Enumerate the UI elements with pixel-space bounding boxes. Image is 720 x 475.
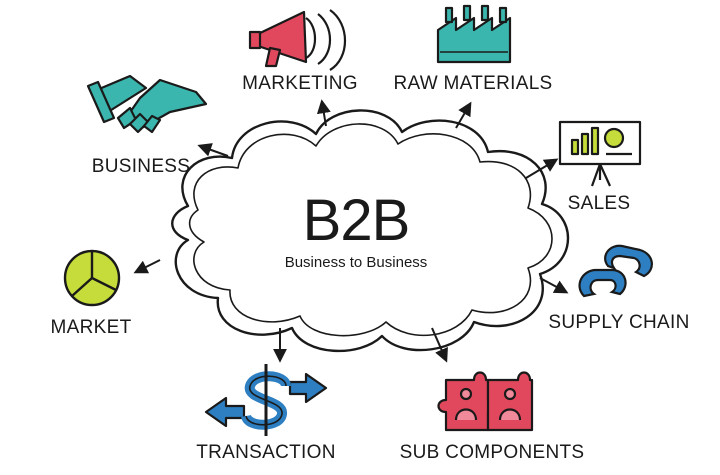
label-sub-components: SUB COMPONENTS — [399, 442, 585, 463]
arrow-to-sales — [525, 158, 559, 179]
dollar-arrows-icon — [204, 364, 328, 436]
center-title: B2B — [302, 188, 411, 253]
label-raw-materials: RAW MATERIALS — [393, 73, 553, 94]
connector-arrows — [133, 99, 569, 363]
pie-chart-icon — [63, 249, 121, 307]
megaphone-icon — [248, 9, 347, 71]
puzzle-people-icon — [437, 371, 534, 432]
handshake-icon — [86, 74, 208, 134]
center-subtitle: Business to Business — [284, 254, 428, 271]
label-supply-chain: SUPPLY CHAIN — [548, 312, 690, 333]
presentation-board-icon — [558, 120, 642, 187]
label-market: MARKET — [50, 317, 132, 338]
factory-icon — [436, 4, 512, 64]
label-sales: SALES — [567, 193, 631, 214]
center-cloud — [171, 109, 570, 353]
label-business: BUSINESS — [91, 156, 191, 177]
arrow-to-sub-components — [431, 327, 448, 363]
chain-link-icon — [578, 244, 653, 298]
label-marketing: MARKETING — [242, 73, 358, 94]
arrow-to-marketing — [316, 99, 331, 127]
arrow-to-raw-materials — [455, 101, 472, 129]
label-transaction: TRANSACTION — [196, 442, 336, 463]
arrow-to-supply-chain — [539, 277, 569, 294]
arrow-to-business — [197, 143, 229, 157]
arrow-to-market — [133, 259, 161, 274]
